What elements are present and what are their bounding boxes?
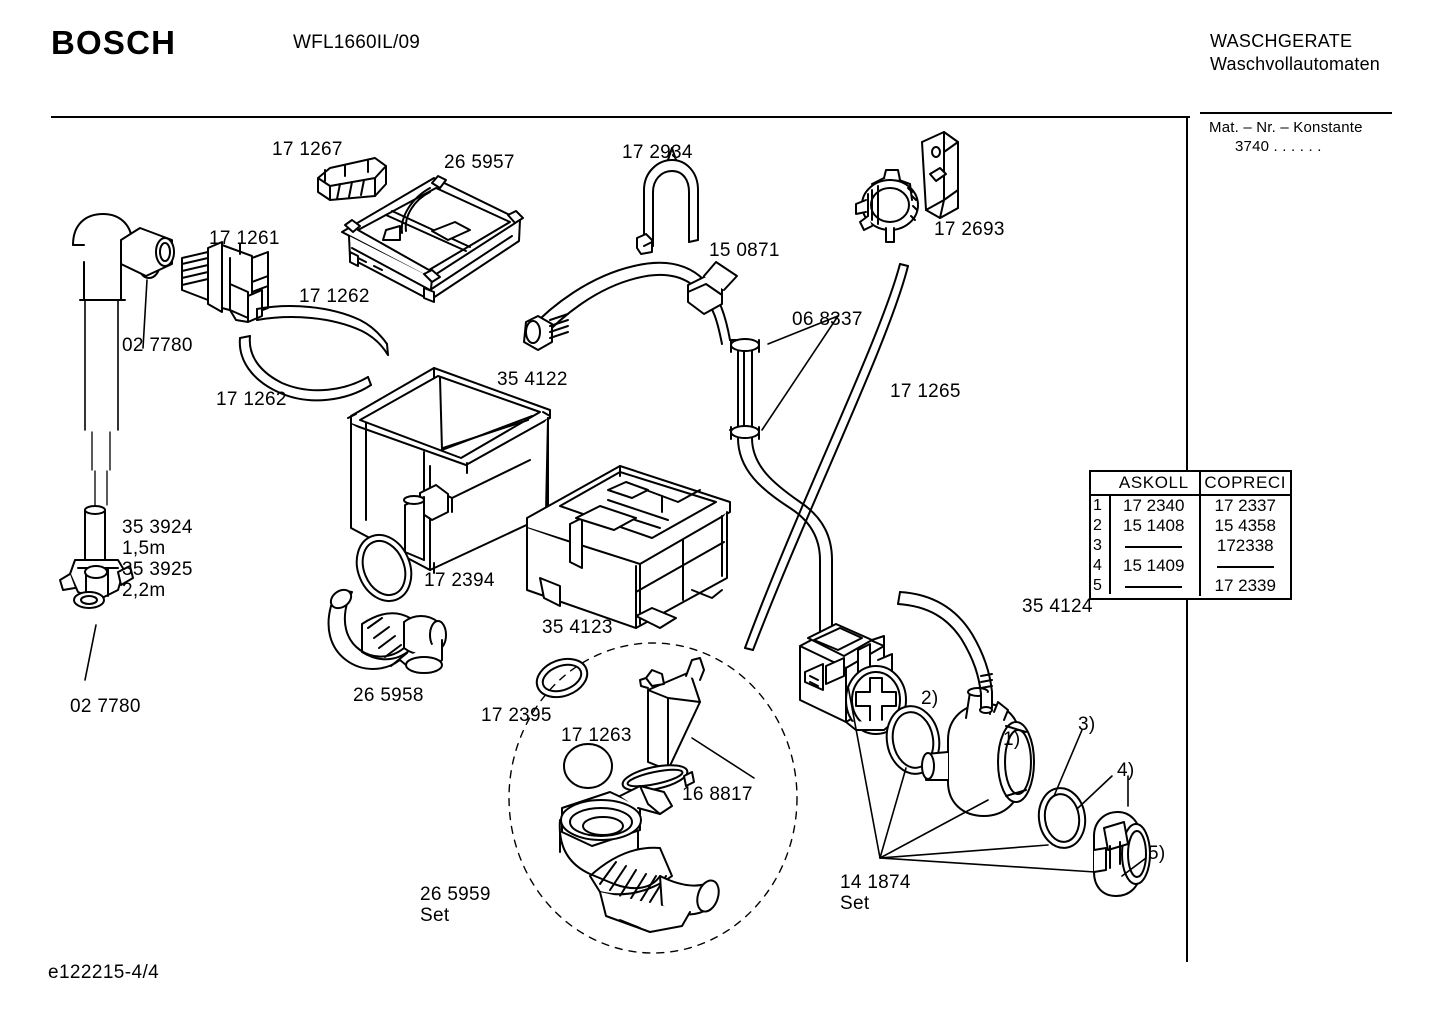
label-141874: 14 1874 <box>840 872 911 893</box>
part-027780-seal-upper <box>137 247 161 349</box>
variant-row-index: 1 <box>1093 497 1102 514</box>
part-150871-hose <box>523 261 835 651</box>
label-172394: 17 2394 <box>424 570 495 591</box>
label-ref-1: 1) <box>1003 729 1021 750</box>
category-main: WASCHGERATE <box>1210 31 1353 51</box>
label-353924-length: 1,5m <box>122 538 166 559</box>
label-171262-a: 17 1262 <box>299 286 370 307</box>
part-inlet-hose-upper <box>72 213 175 506</box>
bosch-logo: BOSCH <box>51 24 177 61</box>
label-171267: 17 1267 <box>272 139 343 160</box>
variant-header-copreci: COPRECI <box>1204 473 1287 492</box>
variant-cell-askoll <box>1109 576 1201 596</box>
label-172934: 17 2934 <box>622 142 693 163</box>
part-265957-door-frame <box>341 175 524 303</box>
table-row: 5 17 2339 <box>1091 576 1290 596</box>
header-divider-left <box>51 116 1190 118</box>
variant-cell-askoll: 15 1408 <box>1109 516 1201 536</box>
part-354122-drawer-housing <box>347 367 551 574</box>
category-sub: Waschvollautomaten <box>1210 54 1381 74</box>
label-265957: 26 5957 <box>444 152 515 173</box>
label-353925-length: 2,2m <box>122 580 166 601</box>
label-354124: 35 4124 <box>1022 596 1093 617</box>
part-354124-drain-hose <box>897 591 993 714</box>
part-171263-ring <box>563 743 613 789</box>
label-ref-2: 2) <box>921 688 939 709</box>
callout-068337-leaders <box>761 315 839 431</box>
label-171265: 17 1265 <box>890 381 961 402</box>
variant-table: ASKOLL COPRECI 1 17 2340 17 2337 2 15 14… <box>1089 470 1292 600</box>
variant-cell-copreci: 17 2339 <box>1214 576 1276 595</box>
variant-row-index: 5 <box>1093 577 1102 594</box>
callout-141874-leaders <box>847 685 1096 873</box>
variant-row-index: 3 <box>1093 537 1102 554</box>
part-gasket-ring-2 <box>885 705 941 775</box>
label-171263: 17 1263 <box>561 725 632 746</box>
label-068337: 06 8337 <box>792 309 863 330</box>
variant-cell-copreci: 17 2337 <box>1214 496 1276 515</box>
variant-row-index: 2 <box>1093 517 1102 534</box>
part-bracket-plate <box>921 131 959 219</box>
label-265958: 26 5958 <box>353 685 424 706</box>
variant-cell-askoll: 17 2340 <box>1109 496 1201 516</box>
variant-header-index <box>1091 472 1109 494</box>
part-pump-housing-1 <box>921 687 1035 817</box>
label-172395: 17 2395 <box>481 705 552 726</box>
label-265959: 26 5959 <box>420 884 491 905</box>
variant-cell-copreci <box>1201 556 1291 576</box>
variant-cell-copreci: 15 4358 <box>1214 516 1276 535</box>
variant-cell-askoll <box>1109 536 1201 556</box>
part-172934-clip <box>636 147 699 255</box>
header-divider-right <box>1200 112 1392 114</box>
part-027780-washer-lower <box>73 591 105 681</box>
label-ref-5: 5) <box>1148 843 1166 864</box>
table-row: 1 17 2340 17 2337 <box>1091 496 1290 516</box>
part-171262-hose-a <box>256 305 389 356</box>
variant-table-header: ASKOLL COPRECI <box>1091 472 1290 496</box>
variant-cell-copreci: 172338 <box>1216 536 1274 555</box>
label-171262-b: 17 1262 <box>216 389 287 410</box>
set-265959-boundary <box>508 642 798 954</box>
part-168817-lubricant <box>621 657 755 792</box>
mat-nr-label: Mat. – Nr. – Konstante <box>1209 119 1363 136</box>
part-171261-inlet-valve <box>181 241 269 323</box>
label-265959-set: Set <box>420 905 450 926</box>
mat-nr-value: 3740 . . . . . . <box>1235 138 1322 155</box>
part-seal-ring-3 <box>1037 787 1087 849</box>
label-027780-upper: 02 7780 <box>122 335 193 356</box>
part-172394-seal <box>355 534 413 602</box>
part-171267-clip <box>317 157 387 201</box>
label-141874-set: Set <box>840 893 870 914</box>
label-ref-3: 3) <box>1078 714 1096 735</box>
table-row: 2 15 1408 15 4358 <box>1091 516 1290 536</box>
label-171261: 17 1261 <box>209 228 280 249</box>
part-354123-drawer <box>526 465 731 629</box>
variant-table-body: 1 17 2340 17 2337 2 15 1408 15 4358 3 17… <box>1091 496 1290 596</box>
label-354123: 35 4123 <box>542 617 613 638</box>
model-number: WFL1660IL/09 <box>293 32 421 53</box>
part-265958-hose <box>327 588 447 674</box>
label-354122: 35 4122 <box>497 369 568 390</box>
table-row: 4 15 1409 <box>1091 556 1290 576</box>
variant-cell-askoll: 15 1409 <box>1109 556 1201 576</box>
part-filter-cap-45 <box>1093 811 1151 897</box>
drawing-number: e122215-4/4 <box>48 962 160 983</box>
variant-header-askoll: ASKOLL <box>1109 472 1201 494</box>
part-172693-pressure-switch <box>855 169 919 243</box>
table-row: 3 172338 <box>1091 536 1290 556</box>
label-150871: 15 0871 <box>709 240 780 261</box>
label-027780-lower: 02 7780 <box>70 696 141 717</box>
part-172395-seal <box>535 657 589 699</box>
part-pump-motor <box>799 623 907 735</box>
label-172693: 17 2693 <box>934 219 1005 240</box>
label-353925: 35 3925 <box>122 559 193 580</box>
callout-ref-leaders <box>1053 729 1147 877</box>
label-168817: 16 8817 <box>682 784 753 805</box>
label-353924: 35 3924 <box>122 517 193 538</box>
variant-index-divider <box>1109 496 1111 594</box>
label-ref-4: 4) <box>1117 760 1135 781</box>
part-265959-sump-hose <box>558 785 720 933</box>
variant-row-index: 4 <box>1093 557 1102 574</box>
